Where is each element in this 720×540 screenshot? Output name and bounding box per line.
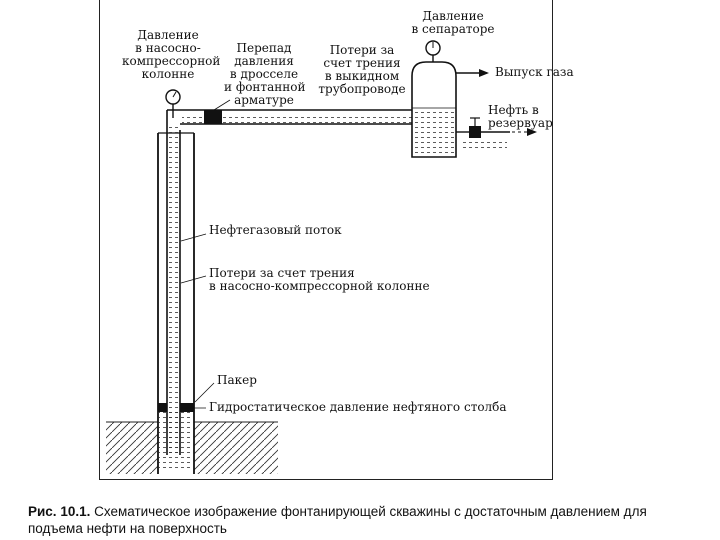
packer-label: Пакер — [217, 373, 257, 387]
packer — [158, 403, 194, 412]
oil-to-tank-label: Нефть в резервуар — [488, 103, 553, 130]
choke-pressure-drop-label: Перепад давления в дросселе и фонтанной … — [224, 41, 306, 107]
separator — [411, 40, 457, 158]
separator-pressure-label: Давление в сепараторе — [411, 9, 495, 36]
figure-caption: Рис. 10.1. Схематическое изображение фон… — [28, 503, 698, 537]
oil-outlet — [456, 117, 537, 150]
well-schematic — [106, 40, 537, 474]
figure-frame — [99, 0, 553, 480]
multiphase-flow-label: Нефтегазовый поток — [209, 223, 342, 237]
tubing-friction-label: Потери за счет трения в насосно-компресс… — [209, 266, 430, 293]
tubing — [159, 118, 193, 470]
gas-outlet-label: Выпуск газа — [495, 65, 574, 79]
flowline-friction-label: Потери за счет трения в выкидном трубопр… — [318, 43, 406, 96]
choke — [204, 110, 222, 124]
flowline — [166, 109, 412, 125]
ground — [106, 421, 278, 474]
hydrostatic-pressure-label: Гидростатическое давление нефтяного стол… — [209, 400, 507, 414]
figure-caption-text: Схематическое изображение фонтанирующей … — [28, 504, 647, 536]
tubing-pressure-gauge — [165, 89, 181, 118]
tubing-pressure-label: Давление в насосно- компрессорной колонн… — [122, 28, 221, 81]
gas-outlet — [456, 69, 489, 77]
leader-lines — [180, 99, 231, 409]
figure-number: Рис. 10.1. — [28, 504, 91, 519]
